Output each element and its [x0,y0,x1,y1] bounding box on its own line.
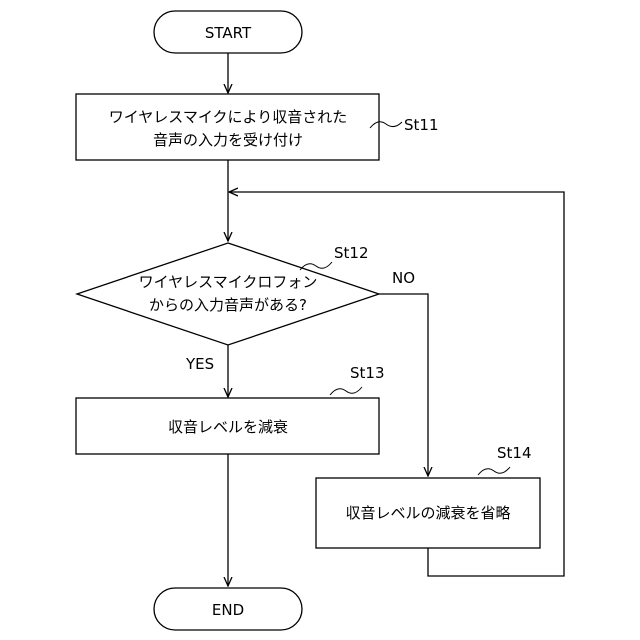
step11-box [76,94,379,160]
step14-text: 収音レベルの減衰を省略 [345,504,510,522]
end-label: END [212,601,244,619]
no-label: NO [392,269,415,287]
step12-text-line2: からの入力音声がある? [149,296,307,314]
step11-text-line2: 音声の入力を受け付け [153,131,303,149]
step11-text-line1: ワイヤレスマイクにより収音された [109,108,348,126]
yes-label: YES [185,355,214,373]
step13-id: St13 [350,364,385,382]
step11-id: St11 [404,116,439,134]
step13-text: 収音レベルを減衰 [168,418,288,436]
step12-id: St12 [334,244,369,262]
step12-text-line1: ワイヤレスマイクロフォン [139,273,318,291]
start-label: START [205,24,252,42]
step14-leader [478,467,510,475]
arrow-no-to-st14 [379,294,428,476]
step13-leader [330,387,362,395]
step14-id: St14 [497,444,532,462]
